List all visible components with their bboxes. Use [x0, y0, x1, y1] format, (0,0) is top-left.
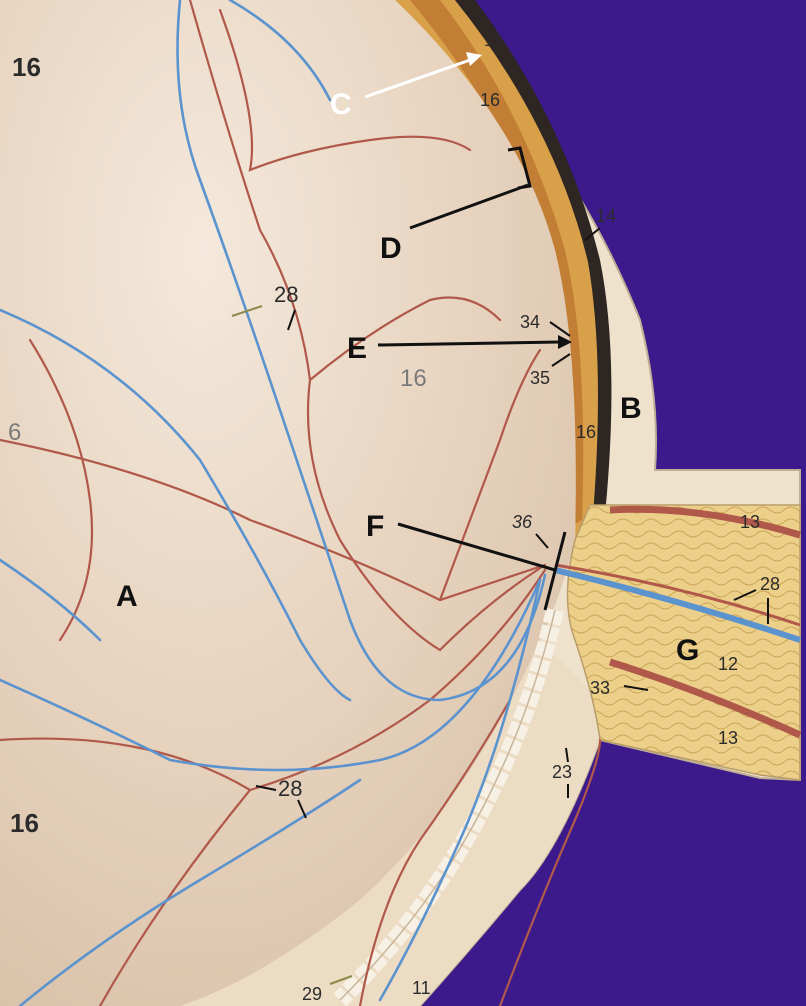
num-11-bottom: 11 [412, 978, 431, 998]
pointer-14 [584, 227, 601, 241]
choroid-inner-layer [410, 0, 584, 525]
central-vein [554, 567, 801, 643]
label-pointers [364, 52, 572, 611]
pigment-layer [455, 0, 612, 515]
num-16-bottom-left: 16 [10, 808, 39, 838]
num-16-center: 16 [400, 365, 427, 392]
num-34: 34 [520, 312, 540, 332]
num-14: 14 [596, 206, 616, 226]
num-29: 29 [302, 984, 322, 1004]
label-c: C [330, 88, 352, 121]
num-16-top-left: 16 [12, 52, 41, 82]
nerve-artery-upper [609, 505, 802, 539]
pointer-c [364, 58, 471, 99]
bead-chain-outline [339, 609, 556, 1001]
pointer-33 [623, 685, 649, 691]
num-6: 6 [8, 419, 21, 446]
optic-disc-marker [543, 531, 567, 611]
pointer-28-upper [287, 309, 296, 331]
label-e: E [347, 332, 367, 365]
label-b: B [620, 392, 642, 425]
pointer-e [377, 340, 561, 347]
nerve-artery-lower [608, 658, 802, 739]
pointer-28-lower-a [255, 785, 277, 791]
label-f: F [366, 510, 384, 543]
pointer-d [409, 183, 529, 230]
num-28-lower: 28 [278, 776, 302, 801]
num-33: 33 [590, 678, 610, 698]
num-35: 35 [530, 368, 550, 388]
label-a: A [116, 580, 138, 613]
pointer-28-nerve-a [733, 589, 757, 601]
pointer-36 [535, 533, 549, 549]
pointer-29 [329, 975, 353, 985]
retina-fundus [0, 0, 576, 1006]
num-11-top: 11 [484, 30, 503, 50]
label-d: D [380, 232, 402, 265]
retinal-arteries [0, 0, 602, 1006]
num-28-upper: 28 [274, 282, 298, 307]
pointer-e-arrowhead [558, 335, 572, 349]
pointer-28-lower-b [297, 799, 307, 819]
num-36: 36 [512, 512, 533, 532]
pointer-c-arrowhead [466, 52, 482, 66]
label-g: G [676, 634, 699, 667]
lower-wall [180, 640, 600, 1006]
num-13-upper: 13 [740, 512, 760, 532]
num-28-nerve: 28 [760, 574, 780, 594]
num-16-upper: 16 [480, 90, 500, 110]
retinal-veins [0, 0, 547, 1006]
num-12: 12 [718, 654, 738, 674]
pointer-34 [549, 321, 571, 337]
central-artery [554, 563, 801, 627]
pointer-23-up [565, 747, 569, 763]
num-23: 23 [552, 762, 572, 782]
num-13-lower: 13 [718, 728, 738, 748]
pointer-35 [551, 353, 571, 367]
pointer-f [397, 522, 556, 572]
num-16-wall: 16 [576, 422, 596, 442]
pointer-olive [231, 305, 263, 317]
bracket-d [507, 146, 532, 190]
